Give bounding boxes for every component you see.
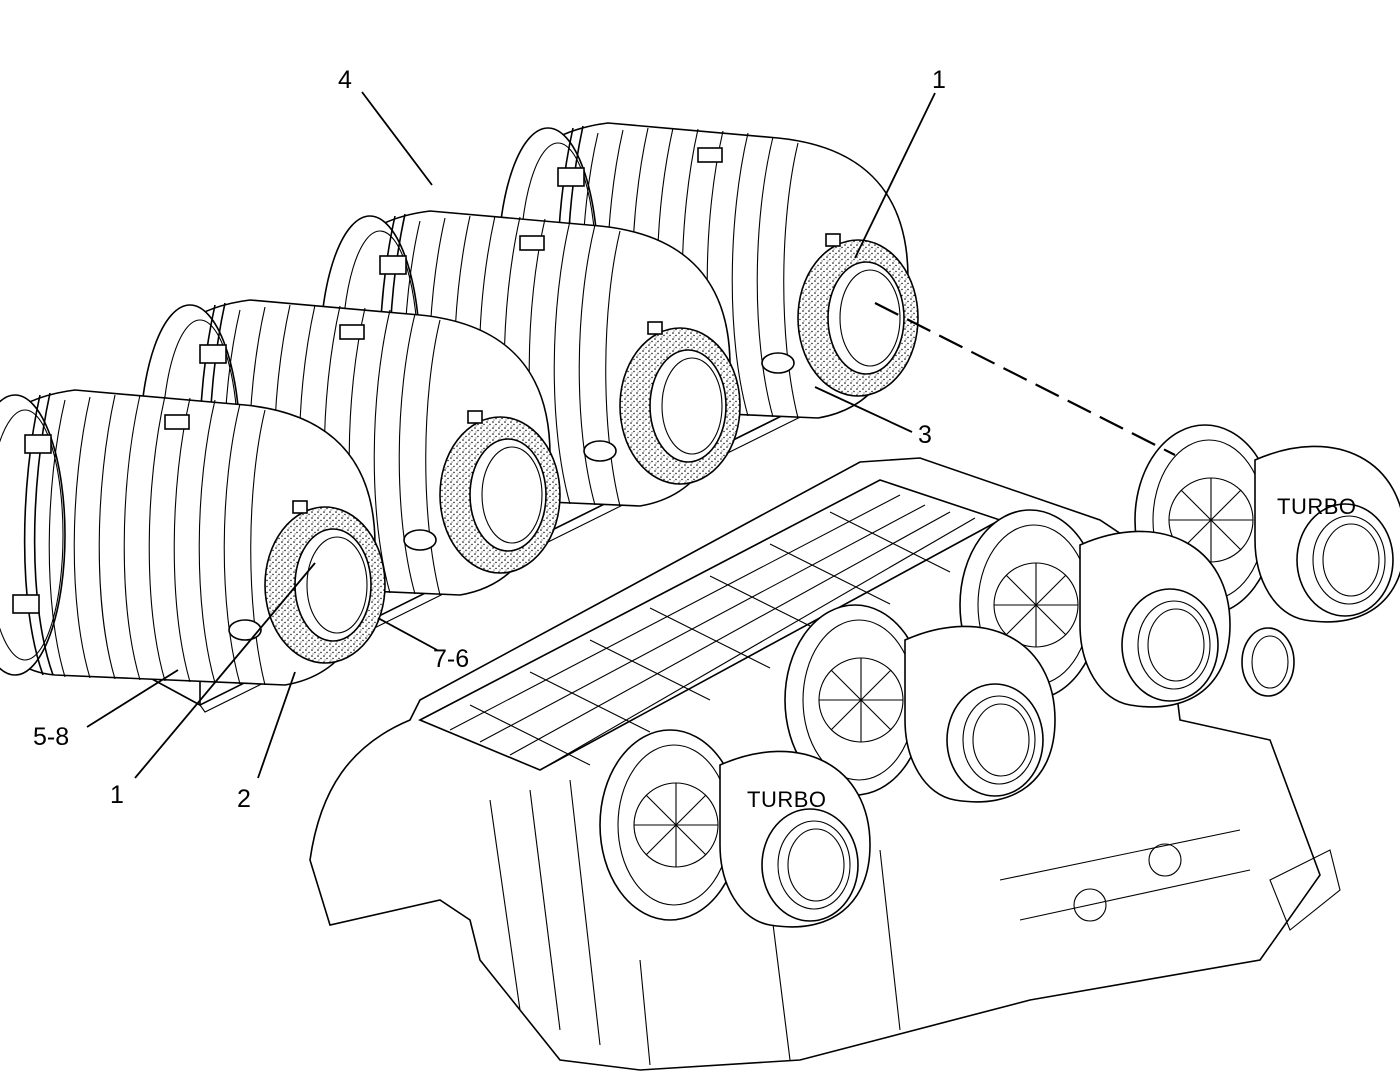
turbo-elbow-gasket [1241, 627, 1295, 697]
turbo-label-rear: TURBO [1277, 494, 1357, 519]
turbo-label-front: TURBO [747, 787, 827, 812]
callout-3: 3 [918, 421, 932, 449]
callout-1-bottom: 1 [110, 781, 124, 809]
callout-5-8: 5-8 [33, 723, 69, 751]
callout-7-6: 7-6 [433, 645, 469, 673]
leader-1-top [854, 92, 936, 259]
air-cleaner-front [0, 389, 386, 686]
leader-7-6 [377, 617, 438, 651]
leader-4 [361, 91, 433, 186]
leader-5-8 [86, 669, 179, 728]
callout-1-top: 1 [932, 66, 946, 94]
leader-2 [257, 671, 296, 779]
callout-2: 2 [237, 785, 251, 813]
callout-4: 4 [338, 66, 352, 94]
leader-3 [814, 386, 913, 433]
leader-1-bottom [134, 562, 316, 779]
connection-line [874, 302, 1176, 456]
